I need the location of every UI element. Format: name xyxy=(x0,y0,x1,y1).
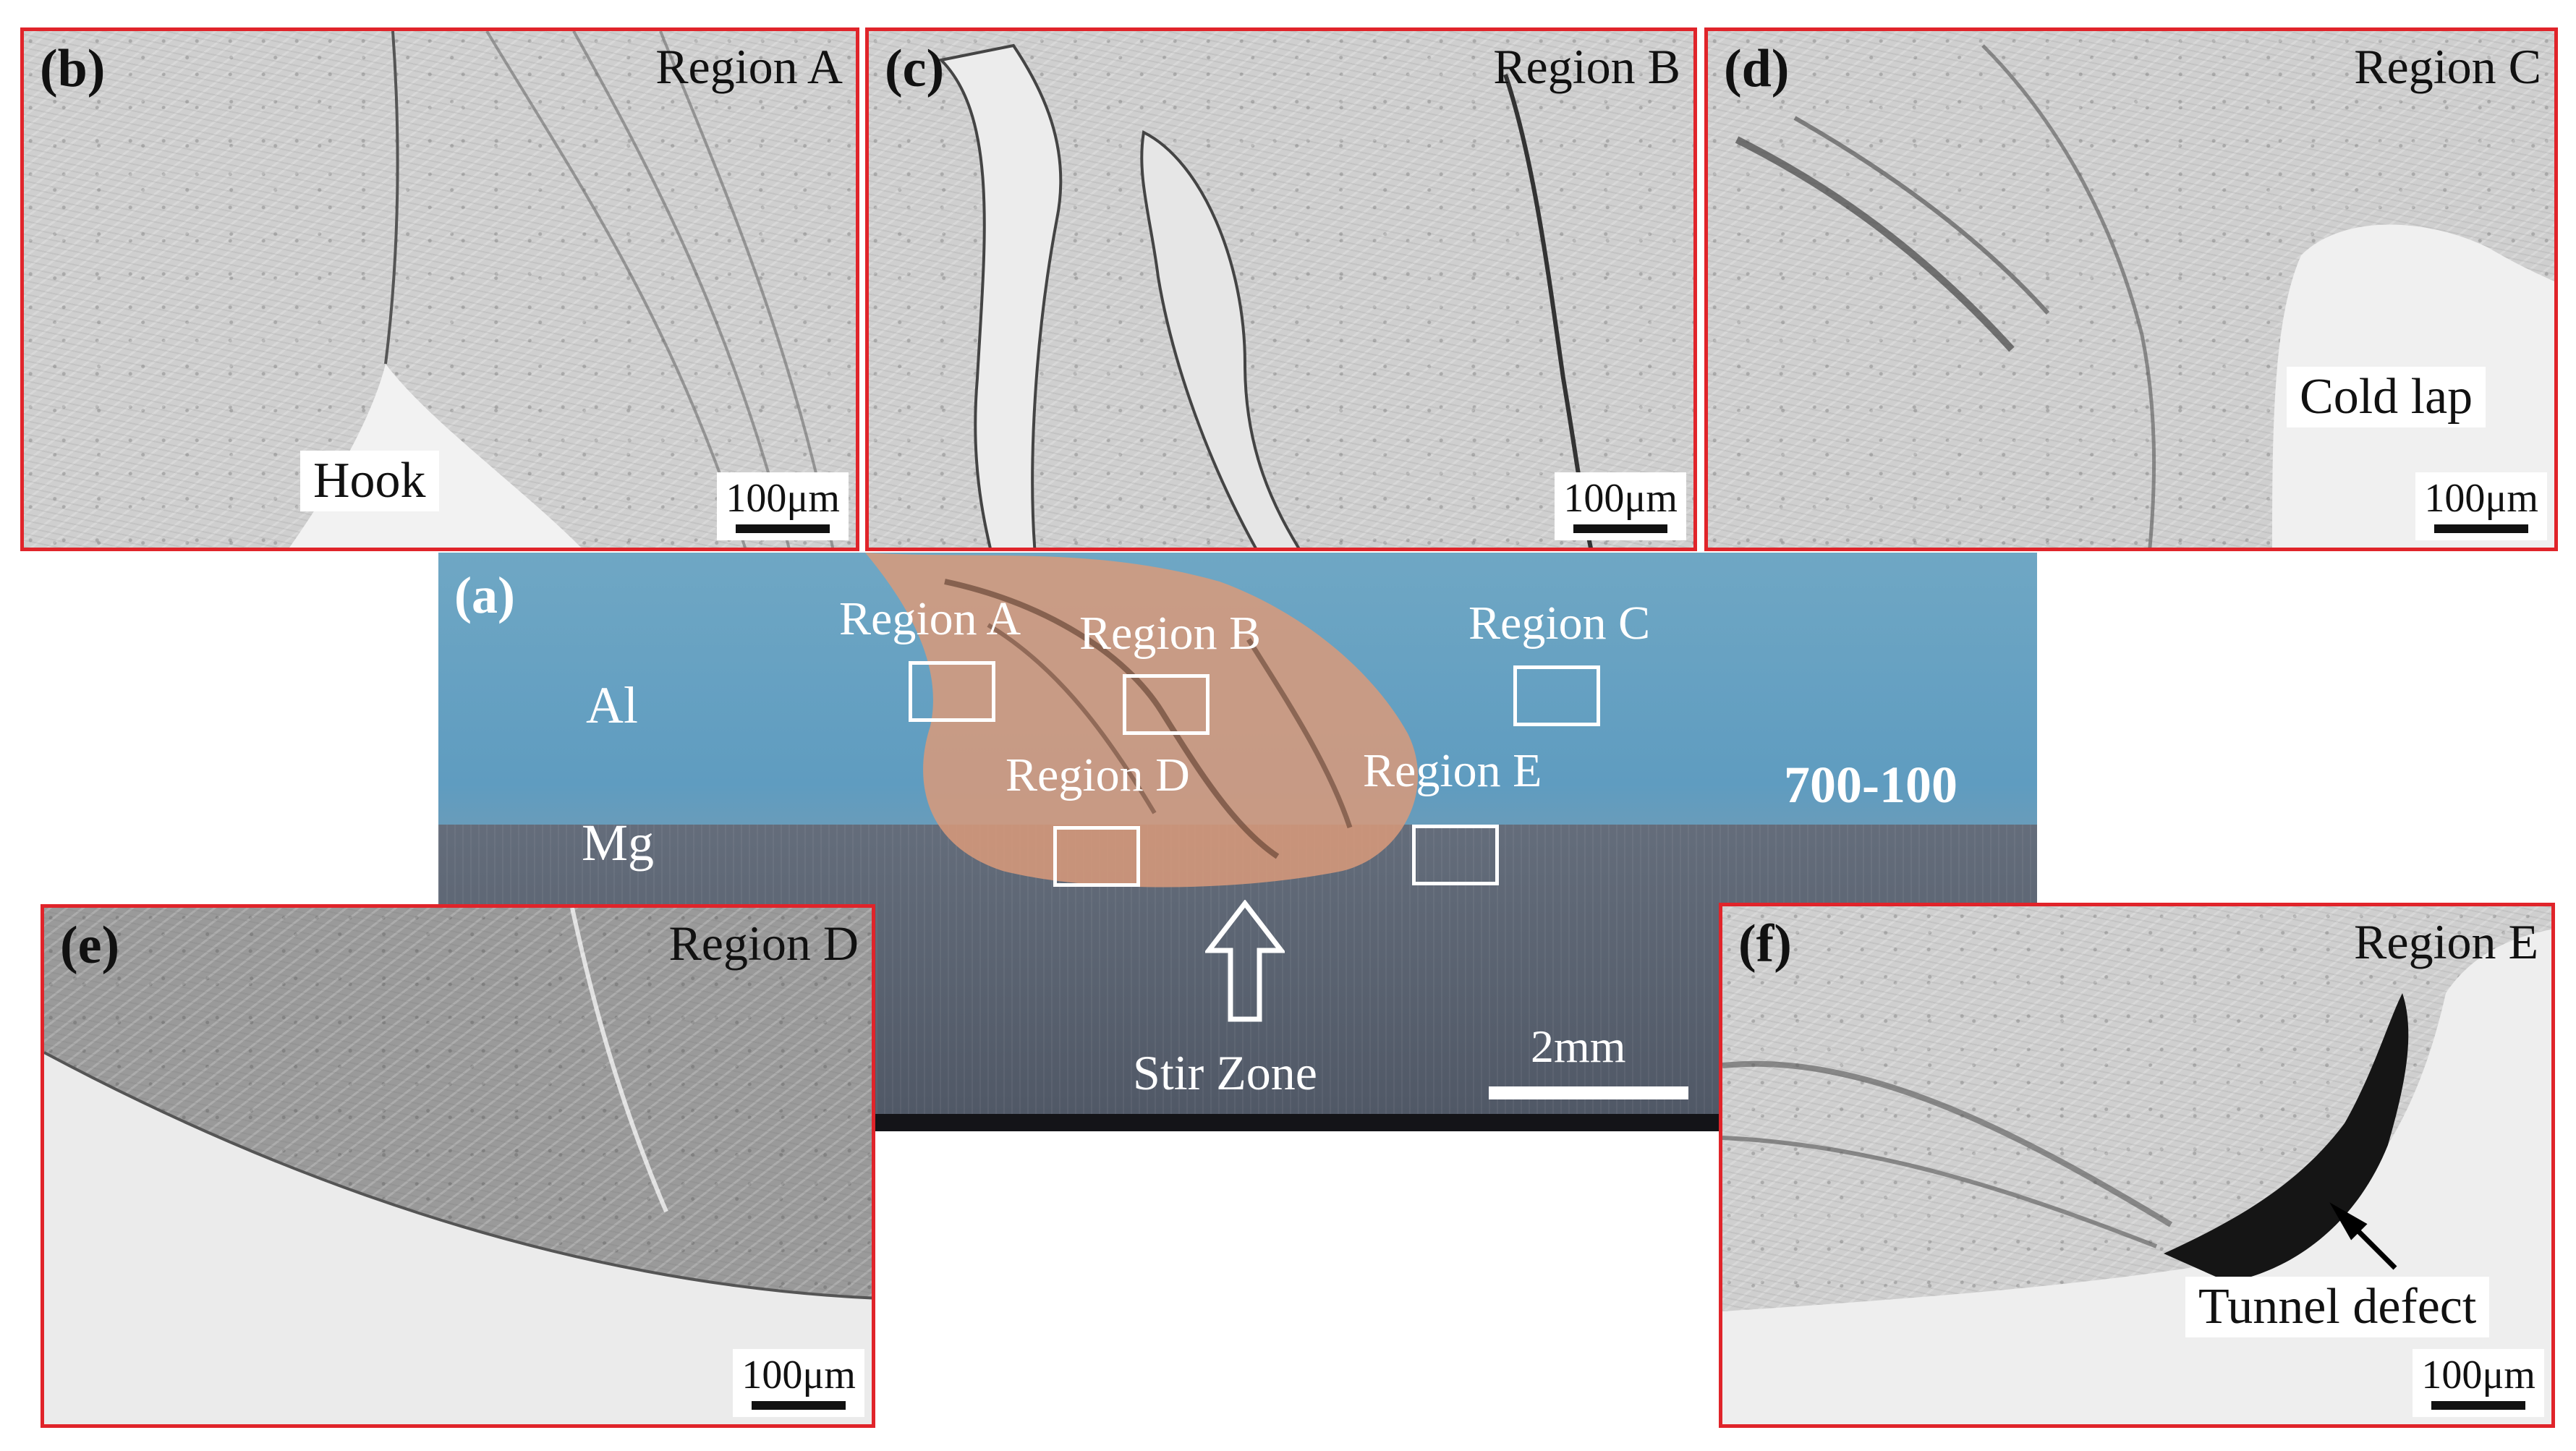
panel-letter-a: (a) xyxy=(454,566,515,624)
panel-letter-f: (f) xyxy=(1738,914,1792,974)
scale-text-a: 2mm xyxy=(1531,1021,1626,1072)
label-hook: Hook xyxy=(300,451,439,511)
scale-line-e xyxy=(752,1401,846,1410)
region-title-c: Region B xyxy=(1493,39,1680,94)
light-bands xyxy=(938,43,1593,548)
label-region-a: Region A xyxy=(839,592,1021,645)
sample-id: 700-100 xyxy=(1784,756,1957,814)
label-region-d: Region D xyxy=(1006,749,1190,801)
label-region-c: Region C xyxy=(1468,597,1651,650)
scale-line-d xyxy=(2434,524,2529,533)
box-region-b xyxy=(1123,674,1210,735)
scale-text-b: 100μm xyxy=(726,476,840,521)
box-region-e xyxy=(1412,825,1499,885)
scale-bar-d: 100μm xyxy=(2415,472,2547,540)
panel-c-region-b: (c) Region B 100μm xyxy=(865,27,1697,551)
scale-bar-f: 100μm xyxy=(2413,1349,2544,1417)
scale-text-c: 100μm xyxy=(1563,476,1678,521)
panel-b-region-a: (b) Region A Hook 100μm xyxy=(20,27,859,551)
panel-letter-c: (c) xyxy=(885,39,945,98)
scale-bar-c: 100μm xyxy=(1555,472,1686,540)
scale-line-b xyxy=(736,524,830,533)
label-tunnel-defect: Tunnel defect xyxy=(2185,1277,2490,1337)
scale-text-e: 100μm xyxy=(741,1353,856,1397)
scale-text-f: 100μm xyxy=(2421,1353,2535,1397)
scale-line-f xyxy=(2431,1401,2526,1410)
box-region-d xyxy=(1053,826,1140,887)
stir-zone-shape xyxy=(865,553,1419,888)
label-region-b: Region B xyxy=(1079,607,1262,660)
label-mg-layer: Mg xyxy=(582,814,655,872)
scale-bar-b: 100μm xyxy=(717,472,849,540)
panel-letter-b: (b) xyxy=(40,39,106,98)
region-title-f: Region E xyxy=(2354,914,2538,969)
panel-f-region-e: (f) Region E Tunnel defect 100μm xyxy=(1719,903,2555,1428)
up-arrow-icon xyxy=(1205,900,1285,1022)
scale-line-c xyxy=(1573,524,1668,533)
scale-text-d: 100μm xyxy=(2424,476,2538,521)
panel-letter-e: (e) xyxy=(60,916,120,975)
panel-letter-d: (d) xyxy=(1724,39,1790,98)
scale-bar-e: 100μm xyxy=(733,1349,864,1417)
panel-d-region-c: (d) Region C Cold lap 100μm xyxy=(1704,27,2558,551)
region-title-d: Region C xyxy=(2354,39,2541,94)
interface-curve xyxy=(44,908,872,1424)
label-region-e: Region E xyxy=(1363,744,1542,797)
label-cold-lap: Cold lap xyxy=(2287,367,2486,427)
region-title-e: Region D xyxy=(668,916,859,971)
label-stir-zone: Stir Zone xyxy=(1133,1045,1317,1100)
label-al-layer: Al xyxy=(586,676,638,734)
box-region-c xyxy=(1513,665,1600,726)
box-region-a xyxy=(909,661,995,722)
panel-e-region-d: (e) Region D 100μm xyxy=(41,904,875,1428)
scale-bar-a xyxy=(1489,1086,1688,1099)
region-title-b: Region A xyxy=(655,39,843,94)
